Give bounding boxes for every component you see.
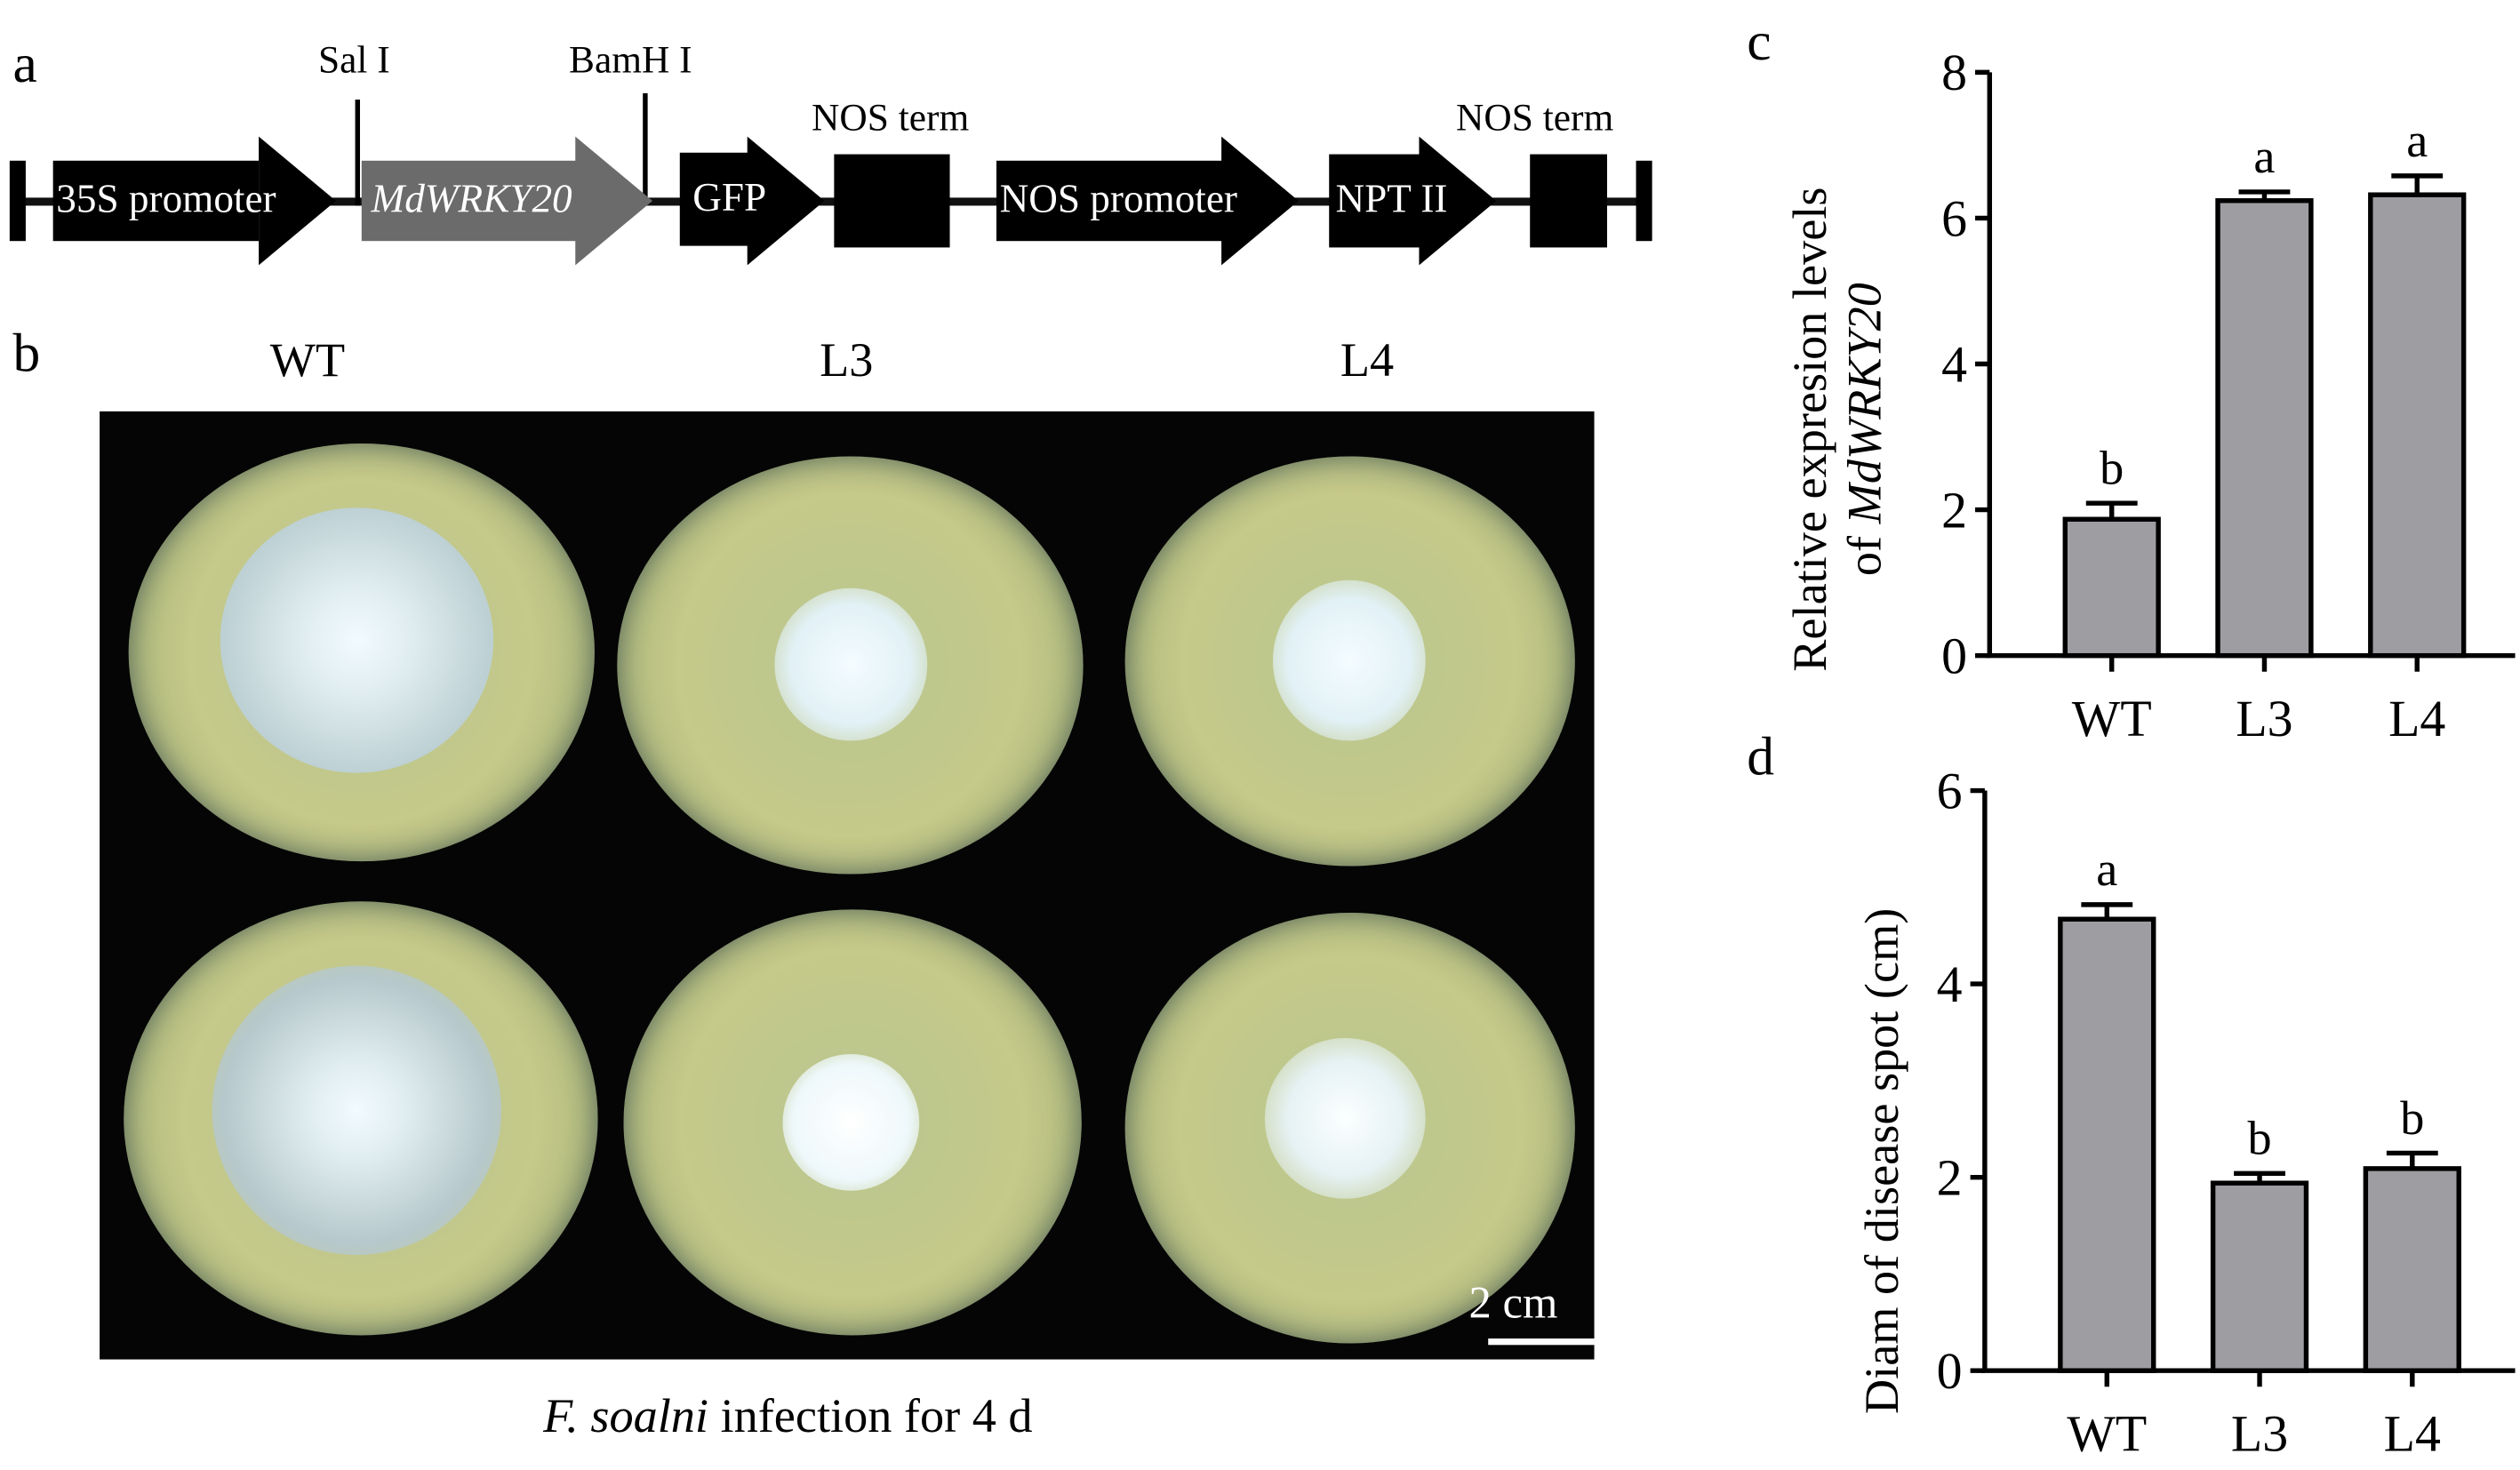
significance-letter: b	[2100, 442, 2124, 495]
petri-dish-photo: 2 cm	[100, 411, 1595, 1360]
arrowhead	[1419, 136, 1497, 266]
significance-letter: a	[2253, 130, 2275, 183]
panel-label-d: d	[1747, 728, 1775, 787]
feature-gfp: GFP	[679, 152, 766, 246]
feature-nos-term-1	[834, 154, 950, 248]
bar-wt	[2062, 516, 2161, 659]
bar-l4	[2363, 1166, 2461, 1373]
feature-mdwrky20: MdWRKY20	[361, 160, 579, 242]
y-tick-label: 2	[1937, 1149, 1963, 1207]
x-tick-label: L4	[2384, 1405, 2441, 1463]
backbone-line	[16, 197, 1648, 206]
significance-letter: b	[2247, 1112, 2271, 1165]
significance-letter: a	[2406, 114, 2428, 167]
arrowhead	[1221, 136, 1299, 266]
panel-label-c: c	[1747, 12, 1772, 73]
column-label-l4: L4	[1340, 334, 1395, 387]
y-tick-label: 6	[1937, 762, 1963, 819]
scale-bar	[1488, 1338, 1595, 1346]
x-tick-label: L4	[2388, 690, 2445, 747]
feature-35s-promoter: 35S promoter	[52, 160, 276, 242]
y-tick-label: 4	[1937, 955, 1963, 1013]
y-tick-label: 0	[1937, 1342, 1963, 1400]
site-sali: Sal I	[317, 40, 390, 83]
colony	[1272, 579, 1426, 741]
column-label-l3: L3	[820, 334, 874, 387]
x-tick-label: L3	[2231, 1405, 2288, 1463]
left-border	[9, 160, 26, 242]
y-tick-label: 4	[1941, 335, 1967, 393]
significance-letter: b	[2400, 1091, 2424, 1145]
arrowhead	[259, 136, 336, 266]
colony	[774, 587, 928, 741]
site-bamhi: BamH I	[569, 40, 692, 83]
colony	[212, 965, 502, 1256]
colony	[220, 507, 494, 773]
caption-species: F. soalni	[543, 1389, 708, 1443]
colony	[782, 1054, 920, 1191]
x-tick-label: WT	[2067, 1405, 2147, 1463]
feature-nos-promoter: NOS promoter	[996, 160, 1237, 242]
bar-l4	[2368, 192, 2467, 659]
panel-label-a: a	[12, 35, 37, 95]
x-tick-label: WT	[2072, 690, 2152, 747]
photo-caption: F. soalni infection for 4 d	[543, 1390, 1032, 1444]
colony	[1264, 1037, 1426, 1199]
x-tick-label: L3	[2236, 690, 2292, 747]
arrowhead	[575, 136, 653, 266]
feature-npt-ii: NPT II	[1329, 154, 1447, 248]
significance-letter: a	[2096, 843, 2117, 896]
caption-text: infection for 4 d	[708, 1389, 1033, 1443]
scale-bar-label: 2 cm	[1468, 1279, 1558, 1330]
bar-l3	[2215, 198, 2314, 659]
y-tick-label: 2	[1941, 481, 1967, 539]
y-tick-label: 6	[1941, 189, 1967, 247]
bar-l3	[2210, 1180, 2309, 1373]
y-tick-label: 8	[1941, 44, 1967, 101]
y-tick-label: 0	[1941, 627, 1967, 685]
feature-nos-term-2	[1530, 154, 1607, 248]
bar-wt	[2058, 916, 2156, 1373]
panel-label-b: b	[12, 324, 41, 385]
nos-term-label-1: NOS term	[812, 98, 970, 140]
right-border	[1636, 160, 1652, 242]
arrowhead	[747, 136, 825, 266]
column-label-wt: WT	[269, 334, 346, 387]
sali-site-marker	[355, 100, 360, 206]
nos-term-label-2: NOS term	[1456, 98, 1614, 140]
